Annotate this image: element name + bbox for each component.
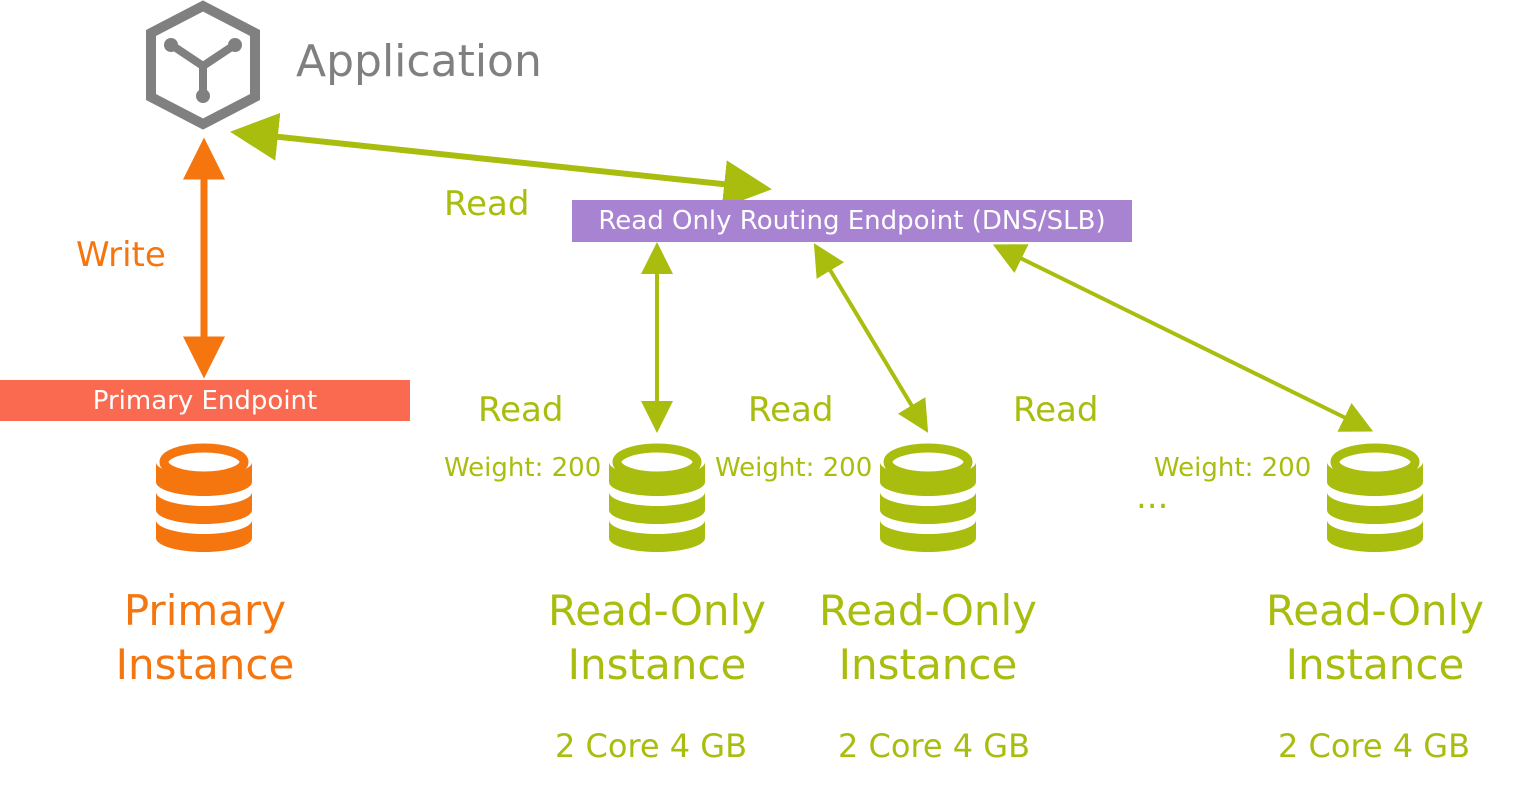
primary-instance-title-line2: Instance bbox=[115, 640, 295, 689]
read-arrow-app-to-routing bbox=[230, 112, 772, 209]
primary-database-icon bbox=[156, 443, 252, 552]
read-only-database-icon-3 bbox=[1327, 443, 1423, 552]
read-only-instance-title-2-line2: Instance bbox=[838, 640, 1018, 689]
read-only-instance-spec-2: 2 Core 4 GB bbox=[838, 727, 1031, 765]
read-only-instance-title-2-line1: Read-Only bbox=[818, 586, 1038, 635]
read-only-instance-title-3-line2: Instance bbox=[1285, 640, 1465, 689]
read-arrow-routing-to-ro2 bbox=[813, 243, 929, 433]
primary-endpoint: Primary Endpoint bbox=[0, 380, 410, 421]
more-instances-ellipsis: ... bbox=[1136, 477, 1169, 517]
read-only-instance-title-1: Read-Only Instance bbox=[517, 584, 797, 692]
primary-instance-title-line1: Primary bbox=[123, 586, 287, 635]
application-title: Application bbox=[296, 36, 542, 87]
weight-ro3: Weight: 200 bbox=[1154, 453, 1312, 483]
read-only-database-icon-1 bbox=[609, 443, 705, 552]
write-label: Write bbox=[76, 235, 166, 275]
read-only-routing-endpoint-label: Read Only Routing Endpoint (DNS/SLB) bbox=[598, 206, 1106, 236]
read-arrow-routing-to-ro3 bbox=[992, 244, 1374, 432]
read-only-instance-title-2: Read-Only Instance bbox=[788, 584, 1068, 692]
weight-ro2: Weight: 200 bbox=[715, 453, 873, 483]
primary-endpoint-label: Primary Endpoint bbox=[92, 385, 318, 416]
application-icon bbox=[146, 0, 260, 130]
read-only-instance-spec-1: 2 Core 4 GB bbox=[555, 727, 748, 765]
read-only-instance-title-3-line1: Read-Only bbox=[1265, 586, 1485, 635]
read-label-top: Read bbox=[444, 184, 530, 224]
weight-ro1: Weight: 200 bbox=[444, 453, 602, 483]
read-only-instance-spec-3: 2 Core 4 GB bbox=[1278, 727, 1471, 765]
read-only-instance-title-1-line1: Read-Only bbox=[547, 586, 767, 635]
read-only-instance-title-3: Read-Only Instance bbox=[1235, 584, 1514, 692]
read-label-ro3: Read bbox=[1013, 390, 1099, 430]
read-label-ro1: Read bbox=[478, 390, 564, 430]
read-only-instance-title-1-line2: Instance bbox=[567, 640, 747, 689]
primary-instance-title: Primary Instance bbox=[60, 584, 350, 692]
read-only-database-icon-2 bbox=[880, 443, 976, 552]
read-only-routing-endpoint: Read Only Routing Endpoint (DNS/SLB) bbox=[572, 200, 1132, 242]
read-label-ro2: Read bbox=[748, 390, 834, 430]
